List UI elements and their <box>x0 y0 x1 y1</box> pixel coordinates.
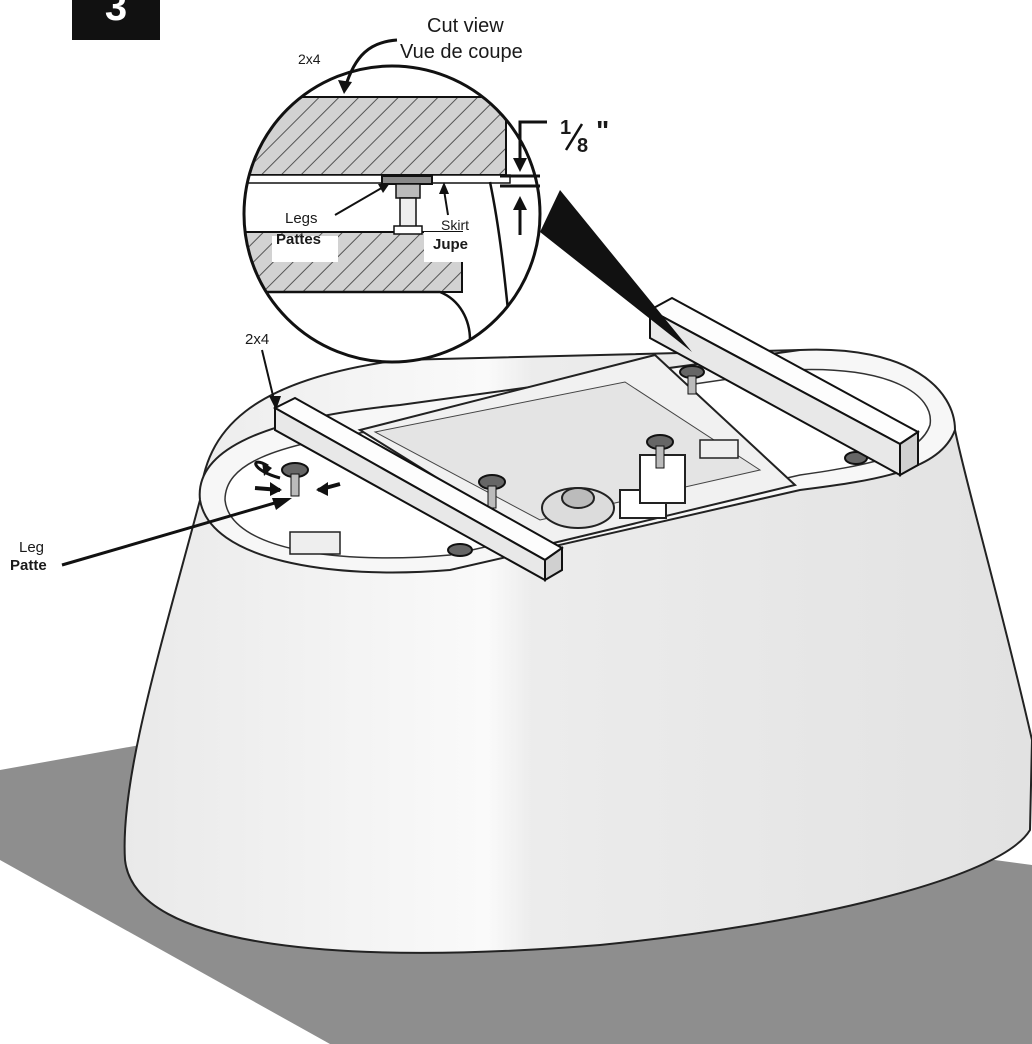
rotation-arrows <box>254 460 341 496</box>
cut-legs-label-fr: Pattes <box>276 231 321 248</box>
cut-leg-pad <box>381 175 433 185</box>
board-front <box>272 396 564 582</box>
gap-whole: 1 <box>560 117 571 139</box>
leg-foot <box>447 543 473 557</box>
leg-foot <box>679 365 705 395</box>
callout-wedge <box>540 190 692 352</box>
leg-foot <box>281 462 309 497</box>
gap-dimension: 1 8 " <box>500 115 609 235</box>
leg-bracket <box>289 531 341 555</box>
cut-view-title-en: Cut view <box>427 15 504 37</box>
legs <box>281 365 868 557</box>
board-leader-main <box>261 349 276 405</box>
leg-label-en: Leg <box>19 539 44 556</box>
cut-board-upper <box>244 96 507 176</box>
cut-legs-label-en: Legs <box>285 210 318 227</box>
cut-view-title-fr: Vue de coupe <box>400 41 523 63</box>
cut-skirt-label-fr: Jupe <box>433 236 468 253</box>
board-back <box>647 296 920 477</box>
step-badge <box>72 0 160 40</box>
leg-bracket <box>699 439 739 459</box>
gap-unit: " <box>596 115 609 146</box>
cut-tub-rim <box>244 174 511 184</box>
bathtub <box>123 348 1032 954</box>
step-number: 3 <box>105 0 127 29</box>
cut-skirt-label-en: Skirt <box>441 217 469 233</box>
board-label-callout: 2x4 <box>298 51 321 67</box>
cut-view-callout: Legs Pattes Skirt Jupe <box>242 64 542 364</box>
board-label-main: 2x4 <box>245 331 269 348</box>
gap-denominator: 8 <box>577 135 588 157</box>
leg-leader <box>61 498 286 567</box>
leg-foot <box>478 474 506 509</box>
leg-label-fr: Patte <box>10 557 47 574</box>
leg-foot <box>646 434 674 469</box>
